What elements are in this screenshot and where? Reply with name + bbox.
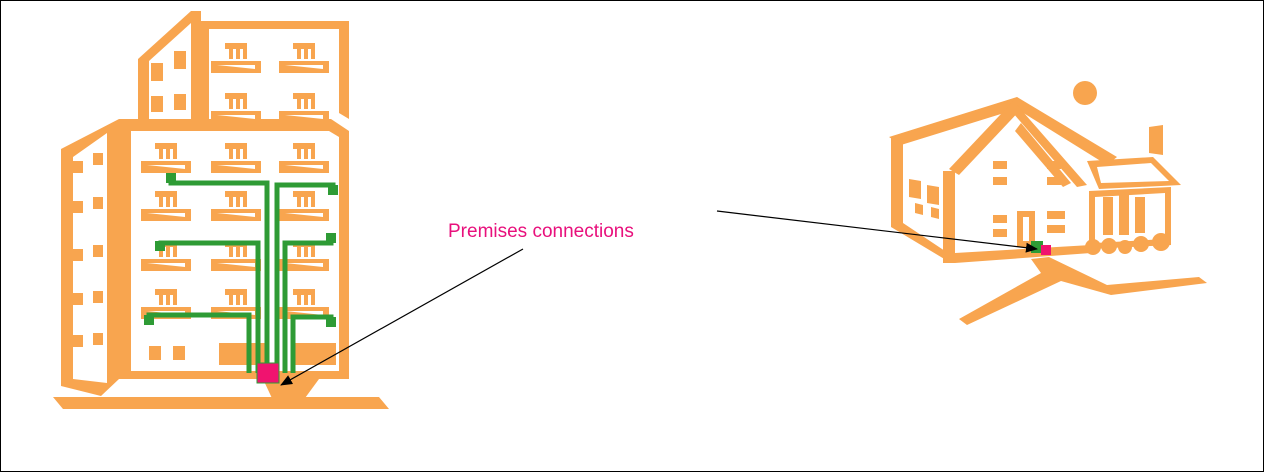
building-wiring-ends	[144, 173, 338, 327]
house-connection-point	[1041, 245, 1051, 255]
balconies	[141, 43, 329, 319]
apartment-building-icon	[53, 11, 389, 409]
premises-connections-label: Premises connections	[448, 221, 634, 242]
building-connection-point	[256, 362, 280, 384]
arrow-to-building	[280, 248, 524, 386]
arrow-to-house	[716, 210, 1038, 253]
sun-icon	[1073, 81, 1097, 105]
house-icon	[889, 97, 1207, 325]
